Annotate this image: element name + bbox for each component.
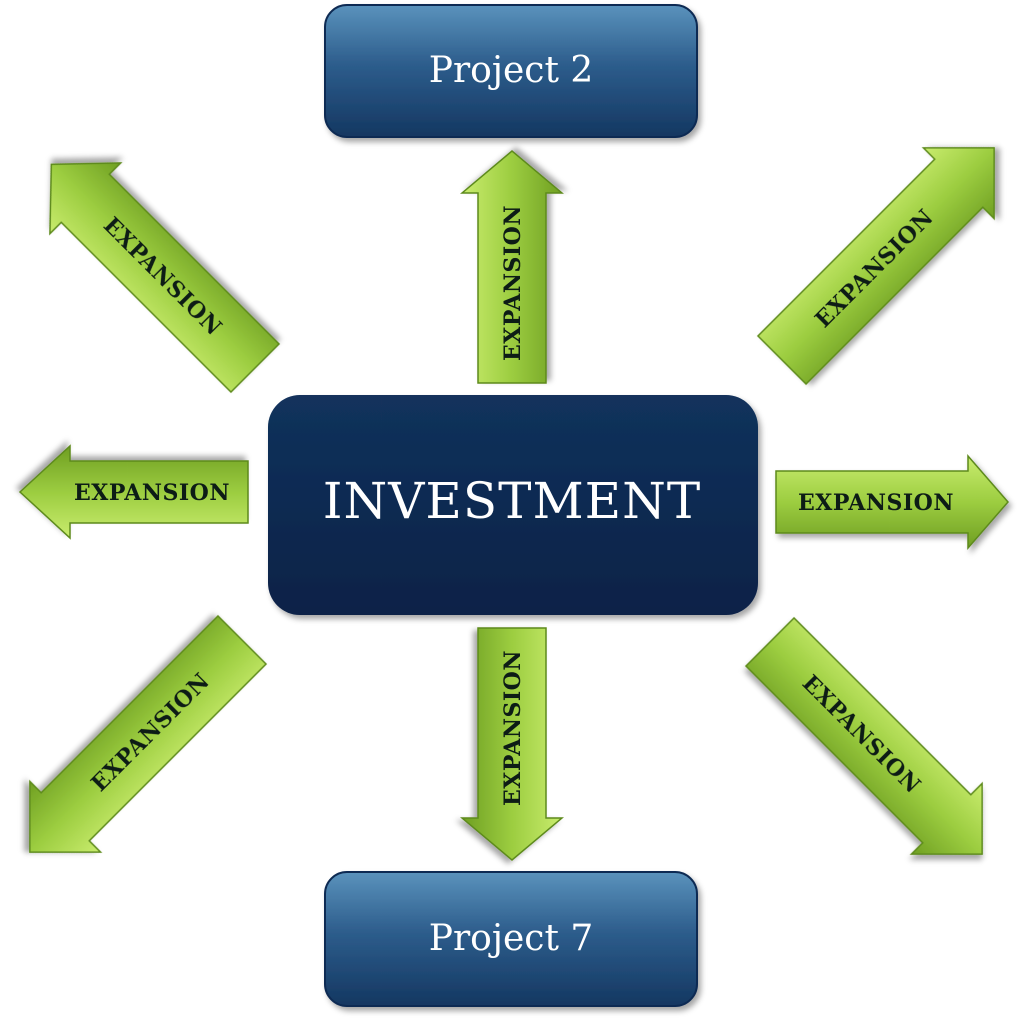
arrow-up-left: EXPANSION (49, 162, 281, 394)
arrow-up: EXPANSION (459, 150, 565, 384)
arrow-right: EXPANSION (775, 453, 1009, 551)
project-2-box: Project 2 (324, 4, 698, 138)
investment-label: INVESTMENT (323, 472, 702, 530)
arrow-left: EXPANSION (18, 444, 249, 540)
arrow-left-label: EXPANSION (74, 480, 230, 506)
arrow-up-right: EXPANSION (756, 147, 995, 386)
arrow-down-right: EXPANSION (744, 616, 983, 855)
arrow-down: EXPANSION (459, 627, 565, 861)
investment-box: INVESTMENT (268, 395, 758, 615)
project-7-label: Project 7 (429, 918, 594, 959)
arrow-down-label: EXPANSION (500, 650, 526, 806)
arrow-right-label: EXPANSION (798, 490, 954, 516)
arrow-up-label: EXPANSION (500, 205, 526, 361)
project-2-label: Project 2 (429, 50, 594, 91)
project-7-box: Project 7 (324, 871, 698, 1007)
arrow-down-left: EXPANSION (29, 614, 268, 853)
